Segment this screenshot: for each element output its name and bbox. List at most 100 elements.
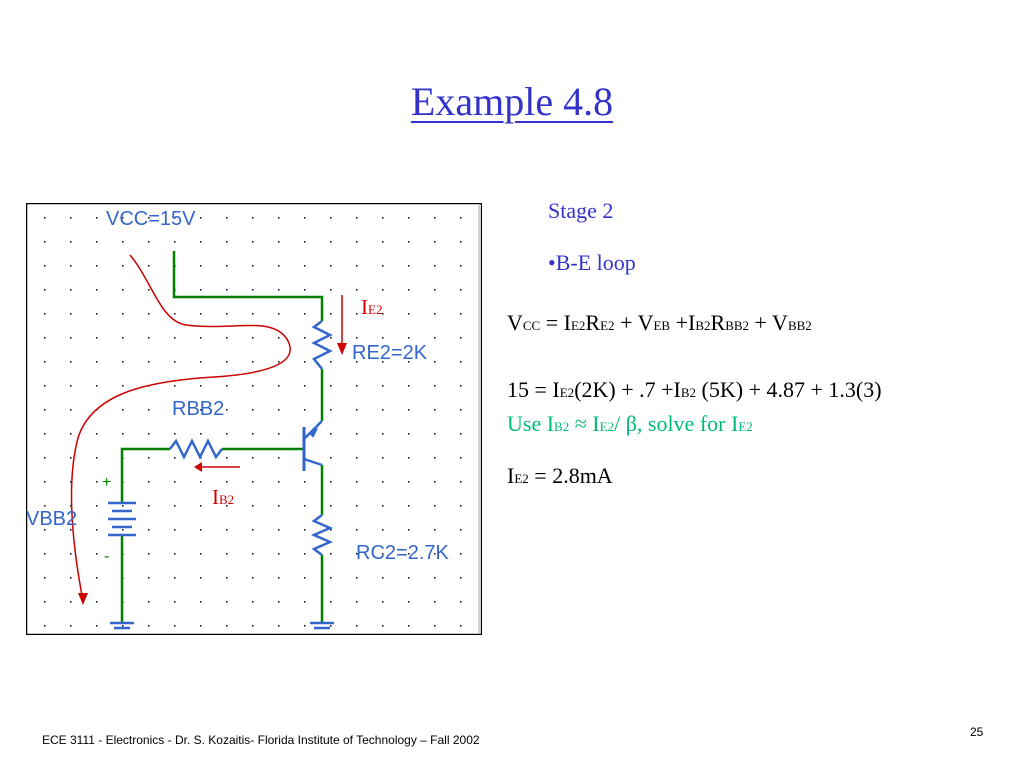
grid-dot xyxy=(278,337,280,339)
grid-dot xyxy=(96,313,98,315)
grid-dot xyxy=(200,529,202,531)
grid-dot xyxy=(252,529,254,531)
grid-dot xyxy=(226,625,228,627)
grid-dot xyxy=(408,385,410,387)
ie2-current-label: IE2 xyxy=(361,297,382,318)
grid-dot xyxy=(226,577,228,579)
grid-dot xyxy=(460,601,462,603)
grid-dot xyxy=(200,433,202,435)
grid-dot xyxy=(174,241,176,243)
grid-dot xyxy=(356,265,358,267)
grid-dot xyxy=(408,289,410,291)
grid-dot xyxy=(356,433,358,435)
grid-dot xyxy=(148,433,150,435)
grid-dot xyxy=(434,577,436,579)
grid-dot xyxy=(148,481,150,483)
grid-dot xyxy=(44,553,46,555)
grid-dot xyxy=(122,217,124,219)
grid-dot xyxy=(96,481,98,483)
grid-dot xyxy=(174,553,176,555)
grid-dot xyxy=(252,553,254,555)
grid-dot xyxy=(408,313,410,315)
grid-dot xyxy=(382,529,384,531)
equation-text: Use I xyxy=(507,411,555,436)
grid-dot xyxy=(434,265,436,267)
grid-dot xyxy=(252,481,254,483)
grid-dot xyxy=(226,529,228,531)
grid-dot xyxy=(96,553,98,555)
grid-dot xyxy=(382,553,384,555)
ie2-subscript: E2 xyxy=(368,302,383,317)
vcc-wire xyxy=(172,251,324,321)
grid-dot xyxy=(252,505,254,507)
grid-dot xyxy=(252,361,254,363)
grid-dot xyxy=(304,313,306,315)
grid-dot xyxy=(174,529,176,531)
grid-dot xyxy=(304,289,306,291)
grid-dot xyxy=(434,241,436,243)
grid-dot xyxy=(200,553,202,555)
grid-dot xyxy=(252,577,254,579)
grid-dot xyxy=(226,481,228,483)
grid-dot xyxy=(122,505,124,507)
grid-dot xyxy=(434,505,436,507)
grid-dot xyxy=(122,385,124,387)
grid-dot xyxy=(356,313,358,315)
grid-dot xyxy=(330,409,332,411)
grid-dot xyxy=(70,409,72,411)
grid-dot xyxy=(460,553,462,555)
equation-subscript: EB xyxy=(653,318,671,333)
grid-dot xyxy=(44,457,46,459)
grid-dot xyxy=(382,337,384,339)
grid-dot xyxy=(460,481,462,483)
grid-dot xyxy=(408,217,410,219)
equation-subscript: E2 xyxy=(559,385,575,400)
grid-dot xyxy=(278,361,280,363)
grid-dot xyxy=(278,577,280,579)
vcc-label: VCC=15V xyxy=(106,208,196,230)
grid-dot xyxy=(44,385,46,387)
grid-dot xyxy=(304,217,306,219)
grid-dot xyxy=(278,505,280,507)
transistor-emitter-leg xyxy=(303,420,323,440)
grid-dot xyxy=(174,577,176,579)
grid-dot xyxy=(356,529,358,531)
grid-dot xyxy=(304,385,306,387)
grid-dot xyxy=(200,505,202,507)
grid-dot xyxy=(330,265,332,267)
grid-dot xyxy=(174,625,176,627)
equation-text: (5K) + 4.87 + 1.3(3) xyxy=(696,377,882,402)
vbb-top-wire xyxy=(120,447,170,503)
equation-subscript: BB2 xyxy=(787,318,812,333)
grid-dot xyxy=(226,241,228,243)
equation-text: ≈ I xyxy=(569,411,600,436)
grid-dot xyxy=(70,289,72,291)
grid-dot xyxy=(408,529,410,531)
grid-dot xyxy=(148,241,150,243)
grid-dot xyxy=(122,529,124,531)
grid-dot xyxy=(44,601,46,603)
grid-dot xyxy=(278,217,280,219)
grid-dot xyxy=(252,337,254,339)
schematic-canvas xyxy=(26,203,482,635)
grid-dot xyxy=(434,337,436,339)
re2-label: RE2=2K xyxy=(352,342,428,364)
grid-dot xyxy=(460,385,462,387)
grid-dot xyxy=(122,433,124,435)
grid-dot xyxy=(330,337,332,339)
grid-dot xyxy=(304,337,306,339)
grid-dot xyxy=(304,481,306,483)
grid-dot xyxy=(278,289,280,291)
rbb2-label: RBB2 xyxy=(172,398,225,420)
grid-dot xyxy=(70,481,72,483)
grid-dot xyxy=(382,385,384,387)
grid-dot xyxy=(148,601,150,603)
rc2-label: RC2=2.7K xyxy=(356,542,449,564)
grid-dot xyxy=(278,601,280,603)
equation-text: +I xyxy=(670,310,696,335)
grid-dot xyxy=(226,217,228,219)
grid-dot xyxy=(460,337,462,339)
grid-dot xyxy=(460,265,462,267)
grid-dot xyxy=(70,505,72,507)
grid-dot xyxy=(304,505,306,507)
